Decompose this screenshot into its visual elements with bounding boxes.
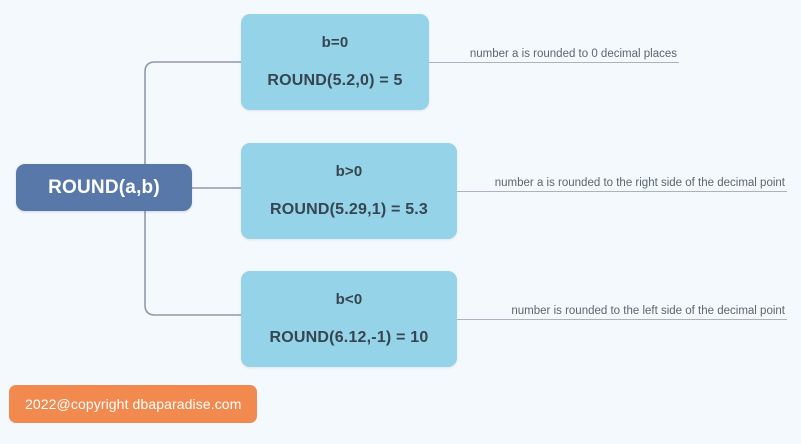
copyright-badge[interactable]: 2022@copyright dbaparadise.com: [9, 385, 258, 423]
copyright-text: 2022@copyright dbaparadise.com: [25, 396, 242, 412]
branch-formula: ROUND(5.2,0) = 5: [267, 71, 403, 89]
annotation-text: number a is rounded to 0 decimal places: [469, 48, 677, 60]
annotation-b-greater-than-0: number a is rounded to the right side of…: [457, 163, 787, 192]
annotation-text: number is rounded to the left side of th…: [511, 305, 785, 317]
annotation-b-less-than-0: number is rounded to the left side of th…: [457, 291, 787, 320]
branch-formula: ROUND(6.12,-1) = 10: [269, 328, 429, 346]
branch-title: b=0: [321, 34, 349, 52]
branch-node-b-less-than-0[interactable]: b<0 ROUND(6.12,-1) = 10: [241, 271, 457, 367]
branch-formula: ROUND(5.29,1) = 5.3: [269, 200, 429, 218]
root-node-label: ROUND(a,b): [48, 176, 160, 198]
branch-title: b>0: [335, 163, 363, 181]
branch-node-b-equals-0[interactable]: b=0 ROUND(5.2,0) = 5: [241, 14, 429, 110]
annotation-b-equals-0: number a is rounded to 0 decimal places: [429, 34, 679, 63]
branch-node-b-greater-than-0[interactable]: b>0 ROUND(5.29,1) = 5.3: [241, 143, 457, 239]
branch-title: b<0: [335, 291, 363, 309]
root-node-round[interactable]: ROUND(a,b): [16, 164, 192, 211]
annotation-text: number a is rounded to the right side of…: [494, 177, 785, 189]
